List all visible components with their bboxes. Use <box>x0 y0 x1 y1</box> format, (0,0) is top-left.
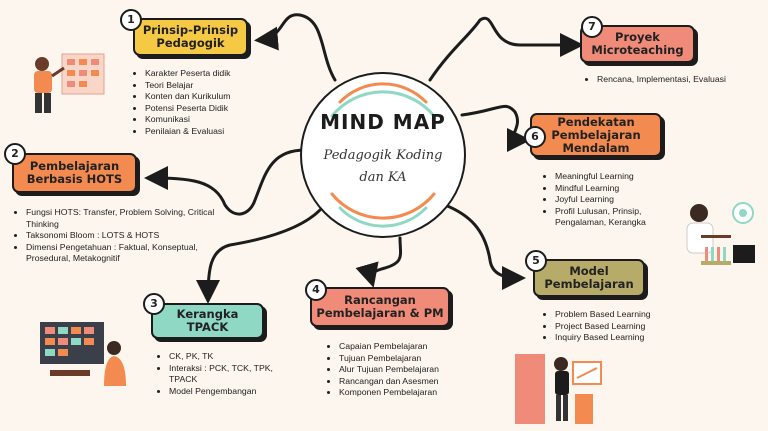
connector-3 <box>196 208 322 304</box>
node-3-line2: TPACK <box>186 320 229 334</box>
node-4-line1: Rancangan <box>344 293 416 307</box>
node-6-line1: Pendekatan <box>557 114 635 129</box>
node-4-line2: Pembelajaran & PM <box>316 306 444 320</box>
node-5-line2: Pembelajaran <box>544 277 634 291</box>
list-item: Rencana, Implementasi, Evaluasi <box>597 74 727 86</box>
node-kerangka-tpack: Kerangka TPACK <box>151 303 264 339</box>
connector-2 <box>144 148 307 216</box>
node-3-number: 3 <box>143 293 165 315</box>
center-subtitle-1: Pedagogik Koding <box>323 148 443 163</box>
node-7-line2: Microteaching <box>591 43 684 57</box>
list-item: Interaksi : PCK, TCK, TPK, TPACK <box>169 363 299 386</box>
node-3-line1: Kerangka <box>176 307 239 321</box>
center-circle: MIND MAP Pedagogik Koding dan KA <box>300 72 466 238</box>
connector-4 <box>355 236 403 288</box>
list-item: Capaian Pembelajaran <box>339 341 479 353</box>
list-item: Karakter Peserta didik <box>145 68 285 80</box>
node-1-line2: Pedagogik <box>156 36 225 50</box>
connector-7 <box>428 16 584 82</box>
list-item: Taksonomi Bloom : LOTS & HOTS <box>26 230 226 242</box>
list-item: Profil Lulusan, Prinsip, Pengalaman, Ker… <box>555 206 680 229</box>
list-item: Komponen Pembelajaran <box>339 387 479 399</box>
node-prinsip-pedagogik: Prinsip-Prinsip Pedagogik <box>133 18 248 56</box>
node-7-number: 7 <box>581 16 603 38</box>
node-3-list: CK, PK, TK Interaksi : PCK, TCK, TPK, TP… <box>155 351 299 397</box>
list-item: Inquiry Based Learning <box>555 332 695 344</box>
node-4-list: Capaian Pembelajaran Tujuan Pembelajaran… <box>325 341 479 399</box>
node-model-pembelajaran: Model Pembelajaran <box>533 259 645 297</box>
connector-1 <box>254 13 337 82</box>
node-5-list: Problem Based Learning Project Based Lea… <box>541 309 695 344</box>
center-decor-arcs <box>330 82 436 228</box>
list-item: CK, PK, TK <box>169 351 299 363</box>
list-item: Mindful Learning <box>555 183 680 195</box>
node-4-number: 4 <box>305 279 327 301</box>
node-7-list: Rencana, Implementasi, Evaluasi <box>583 74 727 86</box>
node-2-number: 2 <box>4 143 26 165</box>
center-subtitle-2: dan KA <box>359 170 407 185</box>
list-item: Dimensi Pengetahuan : Faktual, Konseptua… <box>26 242 226 265</box>
connector-5 <box>443 203 526 290</box>
node-1-line1: Prinsip-Prinsip <box>142 23 239 37</box>
node-pendekatan-mendalam: Pendekatan Pembelajaran Mendalam <box>530 113 662 157</box>
node-pembelajaran-hots: Pembelajaran Berbasis HOTS <box>12 153 137 193</box>
list-item: Komunikasi <box>145 114 285 126</box>
center-title: MIND MAP <box>320 110 446 134</box>
list-item: Tujuan Pembelajaran <box>339 353 479 365</box>
illustration-classroom <box>40 322 126 386</box>
node-1-list: Karakter Peserta didik Teori Belajar Kon… <box>131 68 285 138</box>
illustration-teacher-board <box>34 53 105 113</box>
list-item: Joyful Learning <box>555 194 680 206</box>
connector-6 <box>460 104 531 152</box>
list-item: Rancangan dan Asesmen <box>339 376 479 388</box>
list-item: Model Pengembangan <box>169 386 299 398</box>
illustration-presenter <box>515 354 602 424</box>
list-item: Project Based Learning <box>555 321 695 333</box>
node-5-line1: Model <box>569 264 609 278</box>
node-1-number: 1 <box>120 9 142 31</box>
list-item: Potensi Peserta Didik <box>145 103 285 115</box>
list-item: Teori Belajar <box>145 80 285 92</box>
node-proyek-microteaching: Proyek Microteaching <box>580 25 695 63</box>
node-2-line1: Pembelajaran <box>29 159 120 173</box>
node-6-line3: Mendalam <box>562 140 630 155</box>
node-rancangan-pembelajaran: Rancangan Pembelajaran & PM <box>310 287 450 327</box>
illustration-scientist <box>686 202 755 265</box>
node-6-number: 6 <box>524 126 546 148</box>
list-item: Penilaian & Evaluasi <box>145 126 285 138</box>
node-2-list: Fungsi HOTS: Transfer, Problem Solving, … <box>12 207 226 265</box>
node-2-line2: Berbasis HOTS <box>26 172 123 186</box>
list-item: Alur Tujuan Pembelajaran <box>339 364 479 376</box>
node-5-number: 5 <box>525 250 547 272</box>
list-item: Konten dan Kurikulum <box>145 91 285 103</box>
list-item: Problem Based Learning <box>555 309 695 321</box>
list-item: Meaningful Learning <box>555 171 680 183</box>
node-6-list: Meaningful Learning Mindful Learning Joy… <box>541 171 680 229</box>
node-6-line2: Pembelajaran <box>551 127 641 142</box>
list-item: Fungsi HOTS: Transfer, Problem Solving, … <box>26 207 226 230</box>
node-7-line1: Proyek <box>615 30 660 44</box>
